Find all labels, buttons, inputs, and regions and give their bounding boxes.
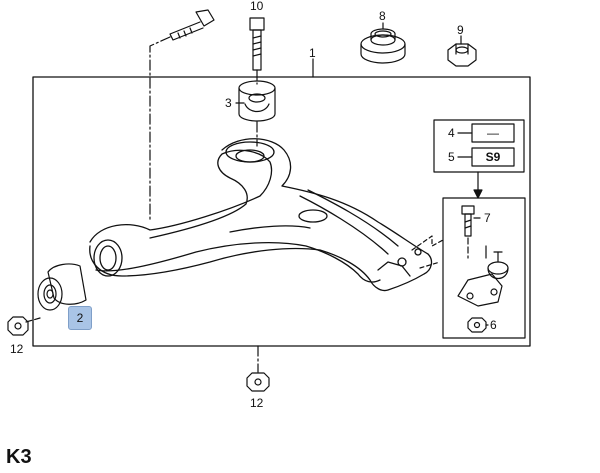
nut-12-bottom-icon	[246, 372, 270, 392]
legend-arrow-head	[473, 189, 483, 199]
legend-value-4: —	[487, 126, 499, 140]
long-bolt-centerline	[149, 36, 171, 223]
centerline-12-left	[25, 317, 41, 323]
nut-9-icon	[447, 43, 477, 67]
pointer-upper	[411, 235, 444, 251]
bushing-2-icon	[37, 263, 87, 311]
callout-2-tag: 2	[68, 306, 92, 330]
pointer-lower	[419, 261, 441, 269]
callout-6: 6	[490, 318, 497, 332]
callout-12-bottom: 12	[250, 396, 264, 410]
ball-joint-icon	[457, 245, 509, 307]
nut-6-icon	[467, 317, 487, 333]
assembly-frame	[32, 76, 531, 347]
callout-5: 5	[448, 150, 455, 164]
legend-box	[433, 119, 525, 173]
control-arm-icon	[89, 138, 433, 292]
callout-12-left: 12	[10, 342, 24, 356]
callout-1: 1	[309, 46, 316, 60]
legend-value-5: S9	[485, 150, 501, 164]
nut-12-left-icon	[7, 316, 29, 336]
callout-8: 8	[379, 9, 386, 23]
bolt-7-icon	[461, 205, 475, 237]
detail-box	[442, 197, 526, 339]
callout-7: 7	[484, 211, 491, 225]
long-bolt-icon	[169, 9, 215, 41]
callout-10: 10	[250, 0, 264, 13]
callout-4: 4	[448, 126, 455, 140]
bushing-3-icon	[238, 80, 276, 122]
page-code: K3	[6, 446, 32, 468]
callout-9: 9	[457, 23, 464, 37]
callout-3: 3	[225, 96, 232, 110]
bushing-8-icon	[360, 28, 406, 64]
bolt-10-icon	[249, 17, 265, 71]
